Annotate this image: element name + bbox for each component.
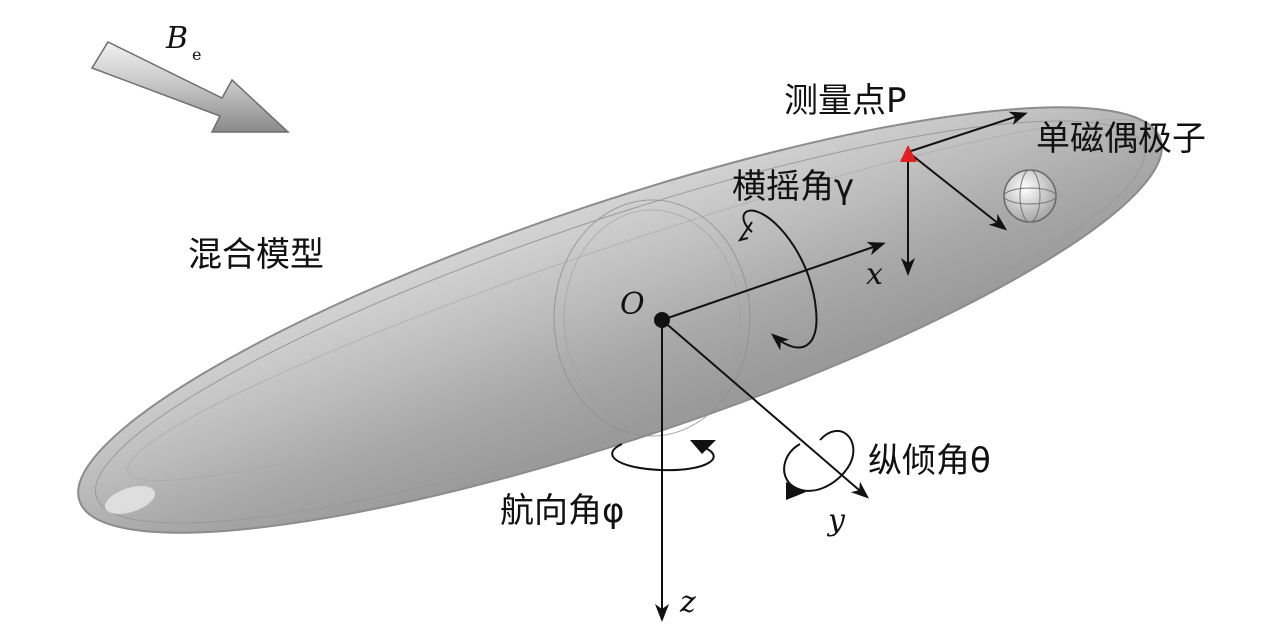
model-label: 混合模型 (188, 235, 324, 275)
y-axis-line (661, 319, 870, 499)
dipole-sphere (1003, 169, 1057, 223)
axes (654, 241, 886, 622)
hull-body (77, 106, 1163, 534)
yaw-label: 航向角φ (500, 491, 624, 531)
z-axis-label: z (679, 585, 696, 620)
x-axis-line (661, 241, 886, 321)
origin-point (654, 312, 670, 328)
measure-point-label: 测量点P (784, 81, 907, 121)
origin-label: O (620, 287, 645, 322)
roll-label: 横摇角γ (732, 167, 854, 207)
yaw-rotation-arrow (611, 440, 716, 472)
y-axis-label: y (826, 503, 846, 538)
field-label: B (165, 21, 188, 56)
x-axis-label: x (866, 257, 883, 292)
measure-point-axes (900, 111, 1028, 276)
pitch-label: 纵倾角θ (868, 441, 991, 481)
dipole-label: 单磁偶极子 (1036, 119, 1206, 159)
pitch-rotation-arrow (783, 429, 855, 500)
field-subscript: e (192, 45, 201, 64)
field-arrow (90, 41, 290, 133)
roll-rotation-arrow (737, 209, 818, 351)
measure-point-marker (900, 145, 917, 162)
